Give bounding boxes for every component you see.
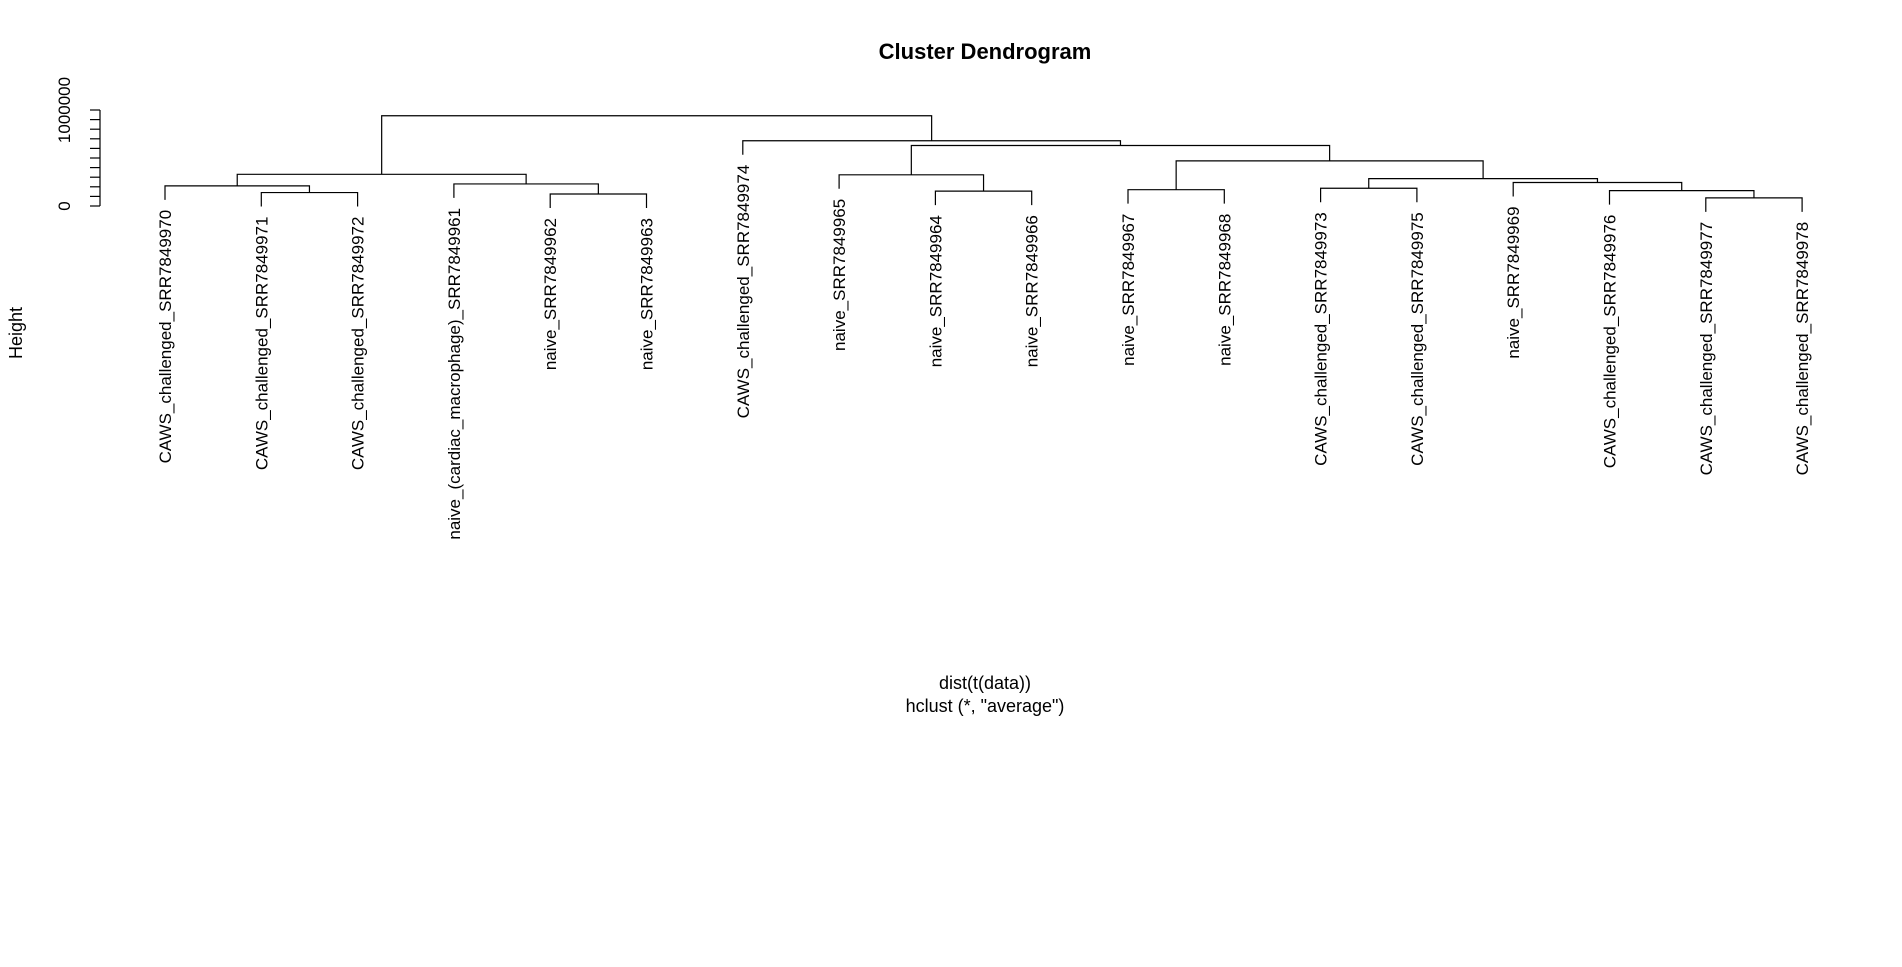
leaf-label: naive_SRR7849962 (541, 218, 560, 370)
y-axis: 0 1000000 (55, 77, 101, 211)
dendrogram-link (838, 174, 985, 192)
dendrogram-link (260, 191, 359, 207)
dendrogram-link (549, 193, 648, 208)
dendrogram-link (1705, 197, 1803, 212)
method-sublabel: hclust (*, "average") (906, 696, 1065, 716)
leaf-label: naive_SRR7849964 (926, 215, 945, 367)
leaf-label: naive_SRR7849965 (830, 199, 849, 351)
dendrogram-link (1368, 178, 1599, 189)
leaf-label: CAWS_challenged_SRR7849974 (734, 165, 753, 419)
dendrogram-link (453, 183, 599, 198)
leaf-label: naive_SRR7849966 (1023, 215, 1042, 367)
dendrogram-link (742, 140, 1122, 155)
dendrogram-link (910, 144, 1331, 175)
leaf-label: naive_SRR7849968 (1215, 214, 1234, 366)
leaf-label: naive_SRR7849963 (638, 218, 657, 370)
leaf-label: CAWS_challenged_SRR7849971 (252, 217, 271, 471)
dendrogram-link (934, 190, 1033, 206)
leaf-labels: CAWS_challenged_SRR7849970 CAWS_challenge… (156, 165, 1812, 540)
y-tick-label: 1000000 (55, 77, 74, 143)
leaf-label: CAWS_challenged_SRR7849972 (349, 217, 368, 471)
leaf-label: naive_(cardiac_macrophage)_SRR7849961 (445, 208, 464, 540)
leaf-label: naive_SRR7849969 (1504, 206, 1523, 358)
dendrogram-link (381, 115, 933, 175)
y-tick-label: 0 (55, 201, 74, 210)
leaf-label: CAWS_challenged_SRR7849975 (1408, 212, 1427, 466)
chart-title: Cluster Dendrogram (879, 39, 1092, 64)
leaf-label: CAWS_challenged_SRR7849973 (1312, 212, 1331, 466)
dendrogram-link (1175, 160, 1484, 190)
leaf-label: naive_SRR7849967 (1119, 214, 1138, 366)
y-axis-label: Height (6, 307, 26, 359)
leaf-label: CAWS_challenged_SRR7849977 (1697, 222, 1716, 476)
leaf-label: CAWS_challenged_SRR7849978 (1793, 222, 1812, 476)
leaf-label: CAWS_challenged_SRR7849976 (1601, 215, 1620, 469)
dendrogram-link (1512, 181, 1683, 197)
dendrogram-tree (164, 115, 1803, 212)
x-axis-label: dist(t(data)) (939, 673, 1031, 693)
leaf-label: CAWS_challenged_SRR7849970 (156, 210, 175, 464)
dendrogram-link (1127, 189, 1225, 204)
dendrogram-link (1320, 187, 1418, 203)
